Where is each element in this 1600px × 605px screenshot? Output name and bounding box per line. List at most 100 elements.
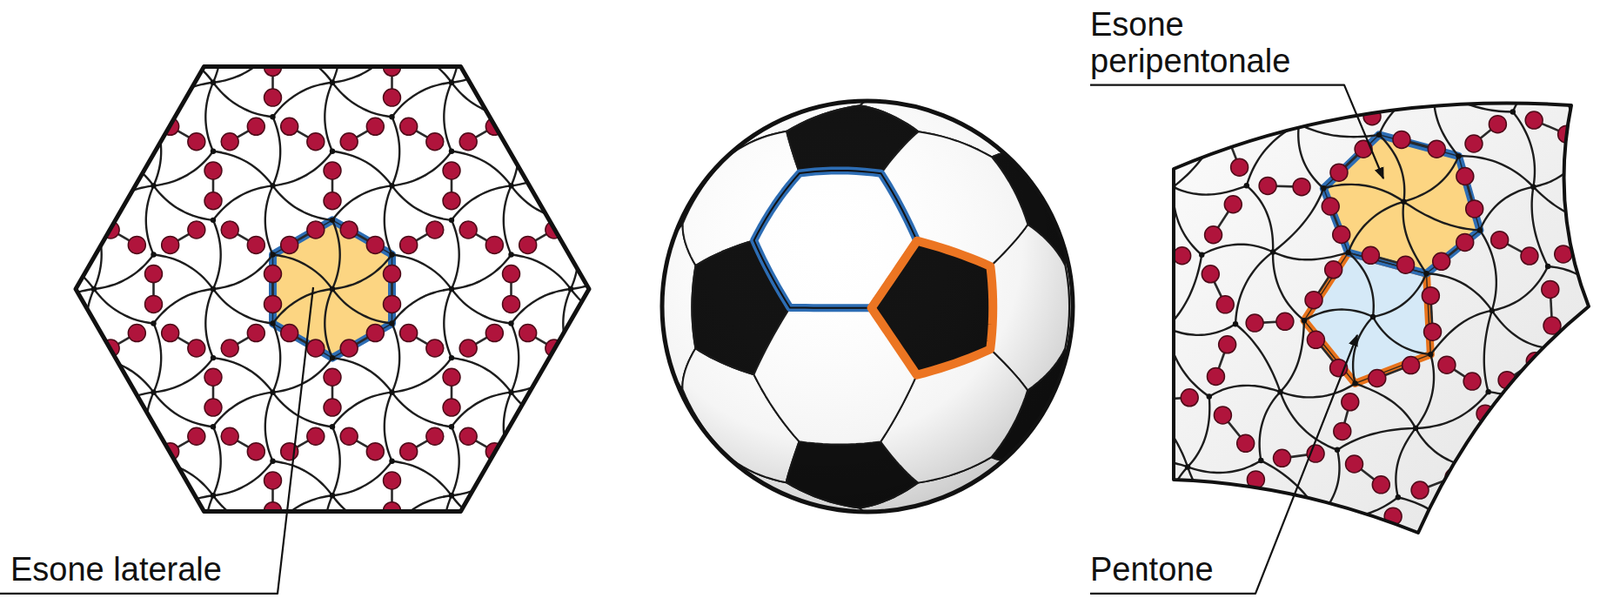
protein-subunit xyxy=(42,530,61,549)
capsomer-arm xyxy=(570,357,631,393)
protein-subunit xyxy=(578,14,596,33)
lattice-point xyxy=(1320,185,1326,191)
protein-subunit xyxy=(1411,481,1429,499)
protein-subunit xyxy=(638,235,657,254)
protein-subunit xyxy=(519,235,537,254)
protein-subunit xyxy=(1513,550,1532,569)
protein-subunit xyxy=(1218,0,1237,3)
lattice-point xyxy=(31,182,37,188)
protein-subunit xyxy=(26,58,44,76)
capsomer-arm xyxy=(146,392,154,462)
panel-ground xyxy=(75,66,590,512)
subunit-link xyxy=(1432,24,1467,34)
capsomer-arm xyxy=(1484,310,1493,392)
lattice-point xyxy=(329,492,335,498)
lattice-point xyxy=(31,45,37,51)
protein-subunit xyxy=(1072,181,1091,200)
capsomer-arm xyxy=(93,47,154,83)
lattice-point xyxy=(568,286,574,292)
lattice-point xyxy=(1113,468,1119,475)
capsomer-arm xyxy=(273,0,334,14)
subunit-link xyxy=(587,539,614,555)
capsomer-arm xyxy=(1533,143,1587,188)
protein-subunit xyxy=(187,14,206,33)
lattice-point xyxy=(1143,117,1149,123)
capsomer-arm xyxy=(1546,428,1600,467)
protein-subunit xyxy=(459,14,477,33)
lattice-point xyxy=(448,423,455,429)
lattice-point xyxy=(269,595,275,602)
capsomer-arm xyxy=(630,116,639,186)
subunit-link xyxy=(0,229,18,245)
protein-subunit xyxy=(502,471,521,489)
protein-subunit xyxy=(1247,4,1266,22)
protein-subunit xyxy=(1423,15,1441,34)
capsomer-arm xyxy=(1224,582,1302,599)
subunit-link xyxy=(93,376,96,408)
protein-subunit xyxy=(1525,111,1543,129)
capsomer-arm xyxy=(1465,0,1491,41)
protein-subunit xyxy=(340,427,358,445)
protein-subunit xyxy=(622,294,640,313)
capsomer-arm xyxy=(1348,201,1405,253)
lattice-point xyxy=(448,148,455,154)
protein-subunit xyxy=(1010,306,1028,324)
capsomer-arm xyxy=(1001,113,1074,125)
capsomer-arm xyxy=(324,288,333,358)
lattice-point xyxy=(269,320,275,326)
protein-subunit xyxy=(426,427,444,445)
protein-subunit xyxy=(1100,200,1118,218)
protein-subunit xyxy=(1013,164,1031,182)
subunit-link xyxy=(331,583,335,605)
protein-subunit xyxy=(127,442,146,461)
capsomer-arm xyxy=(511,82,572,118)
lattice-point xyxy=(687,148,693,154)
capsomer-arm xyxy=(1272,251,1305,321)
protein-subunit xyxy=(187,339,206,357)
capsomer-arm xyxy=(93,426,102,496)
protein-subunit xyxy=(1332,225,1351,243)
capsomer-arm xyxy=(1544,0,1568,68)
protein-subunit xyxy=(1150,390,1168,409)
capsomer-arm xyxy=(392,323,401,393)
lattice-point xyxy=(1091,538,1098,544)
lattice-point xyxy=(1477,227,1483,233)
subunit-link xyxy=(509,480,513,511)
protein-subunit xyxy=(1130,93,1148,111)
ball-shading xyxy=(662,100,1073,512)
subunit-link xyxy=(1496,60,1507,92)
subunit-link xyxy=(229,539,256,555)
protein-subunit xyxy=(604,324,623,342)
capsomer-arm xyxy=(451,220,460,289)
subunit-link xyxy=(1048,332,1079,335)
protein-subunit xyxy=(622,265,640,283)
subunit-link xyxy=(528,126,555,141)
capsomer-arm xyxy=(1072,120,1146,130)
lattice-point xyxy=(1270,248,1276,255)
protein-subunit xyxy=(1498,82,1516,101)
capsomer-arm xyxy=(1030,192,1064,262)
subunit-link xyxy=(289,23,316,39)
capsomer-arm xyxy=(384,185,393,255)
subunit-link xyxy=(647,229,674,245)
protein-subunit xyxy=(307,339,325,357)
subunit-link xyxy=(1568,359,1595,376)
protein-subunit xyxy=(545,133,563,151)
vertex-lattice-panel xyxy=(990,0,1600,605)
lattice-point xyxy=(1042,473,1048,479)
protein-subunit xyxy=(101,133,120,151)
subunit-link xyxy=(528,23,555,39)
subunit-link xyxy=(1296,61,1332,67)
protein-subunit xyxy=(68,339,87,357)
protein-subunit xyxy=(1238,500,1257,518)
protein-subunit xyxy=(1554,245,1573,263)
protein-subunit xyxy=(323,192,342,210)
protein-subunit xyxy=(1341,393,1359,411)
protein-subunit xyxy=(281,235,299,254)
protein-subunit xyxy=(1325,261,1343,279)
protein-subunit xyxy=(519,442,537,461)
lattice-point xyxy=(1198,251,1205,257)
lattice-point xyxy=(269,182,275,188)
capsomer-arm xyxy=(324,495,333,564)
subunit-link xyxy=(1003,284,1019,315)
